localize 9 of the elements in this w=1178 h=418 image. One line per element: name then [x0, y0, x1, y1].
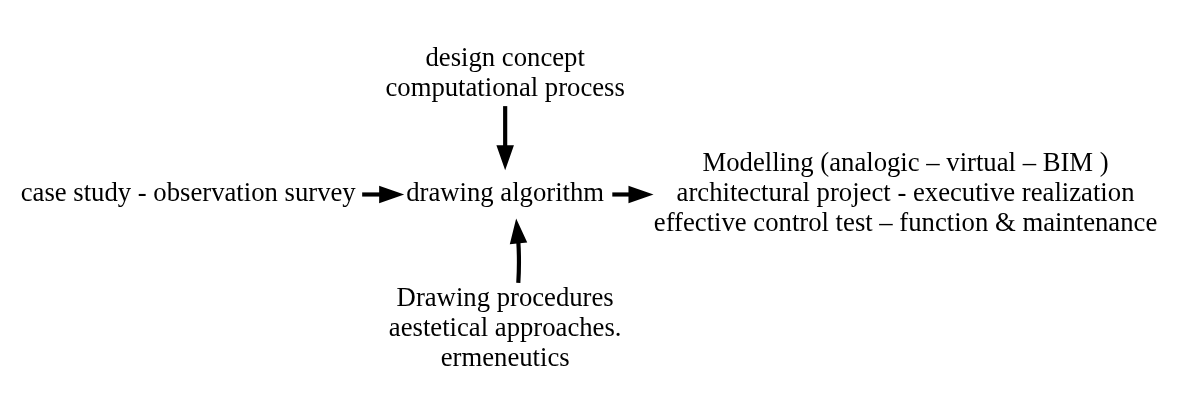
node-text: drawing algorithm [406, 176, 605, 207]
arrow [612, 185, 654, 203]
arrow [509, 217, 528, 283]
arrow [496, 105, 514, 170]
node-text: Drawing procedures aestetical approaches. ermeneutics [388, 281, 622, 372]
node-text: Modelling (analogic – virtual – BIM ) architectural project - executive realization effective control test – function & maintenance [653, 146, 1158, 237]
node-text: design concept computational process [385, 41, 625, 102]
arrow [362, 185, 405, 203]
node-text: case study - observation survey [20, 176, 356, 207]
